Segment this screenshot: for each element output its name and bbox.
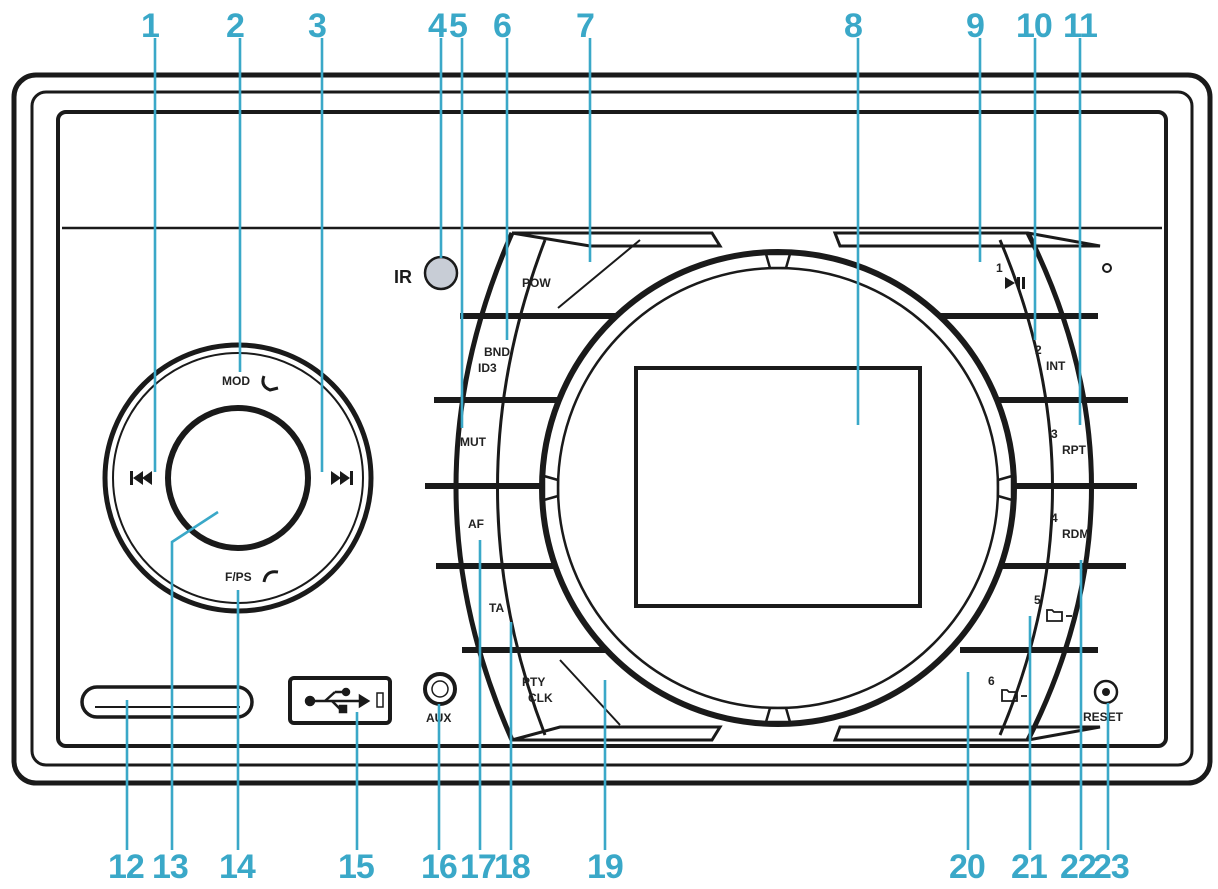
phone-hangup-icon xyxy=(262,570,279,583)
callout-14: 14 xyxy=(219,848,256,884)
clk-label: CLK xyxy=(528,691,553,705)
callout-6: 6 xyxy=(493,7,511,45)
callout-1: 1 xyxy=(141,7,159,45)
bnd-label: BND xyxy=(484,345,510,359)
callout-numbers: 1 2 3 4 5 6 7 8 9 10 11 12 13 14 15 16 1… xyxy=(108,7,1130,886)
callout-4: 4 xyxy=(428,7,447,45)
pow-label: POW xyxy=(522,276,551,290)
af-label: AF xyxy=(468,517,484,531)
callout-22: 22 xyxy=(1060,848,1096,884)
knob-notches xyxy=(542,252,1014,724)
callout-7: 7 xyxy=(576,7,594,45)
rdm-label: RDM xyxy=(1062,527,1089,541)
ir-sensor xyxy=(423,255,459,291)
reset-label: RESET xyxy=(1083,710,1124,724)
callout-3: 3 xyxy=(308,7,326,45)
callout-5: 5 xyxy=(449,7,467,45)
preset5-number: 5 xyxy=(1034,593,1041,607)
aux-jack-inner xyxy=(431,680,449,698)
callout-20: 20 xyxy=(949,848,985,884)
callout-17: 17 xyxy=(460,848,496,884)
callout-9: 9 xyxy=(966,7,984,45)
usb-port-latch xyxy=(376,692,384,708)
callout-10: 10 xyxy=(1016,7,1052,45)
previous-track-icon[interactable] xyxy=(130,471,152,485)
id3-label: ID3 xyxy=(478,361,497,375)
ir-label: IR xyxy=(394,267,412,287)
left-button-cluster xyxy=(425,231,723,742)
preset2-number: 2 xyxy=(1035,343,1042,357)
callout-18: 18 xyxy=(494,848,530,884)
rpt-label: RPT xyxy=(1062,443,1087,457)
mut-label: MUT xyxy=(460,435,487,449)
usb-icon xyxy=(304,687,371,714)
select-knob[interactable] xyxy=(165,405,311,551)
callout-2: 2 xyxy=(226,7,244,45)
callout-12: 12 xyxy=(108,848,144,884)
folder-up-icon xyxy=(1046,609,1072,622)
pty-label: PTY xyxy=(522,675,545,689)
folder-down-icon xyxy=(1001,689,1027,702)
callout-16: 16 xyxy=(421,848,457,884)
ta-label: TA xyxy=(489,601,504,615)
preset3-number: 3 xyxy=(1051,427,1058,441)
next-track-icon[interactable] xyxy=(331,471,353,485)
callout-21: 21 xyxy=(1011,848,1047,884)
preset6-number: 6 xyxy=(988,674,995,688)
callout-8: 8 xyxy=(844,7,862,45)
phone-answer-icon xyxy=(261,375,279,392)
card-slot[interactable] xyxy=(80,685,254,719)
callout-11: 11 xyxy=(1063,7,1097,45)
int-label: INT xyxy=(1046,359,1066,373)
play-pause-icon xyxy=(1005,277,1025,289)
mod-label: MOD xyxy=(222,374,250,388)
indicator-dot xyxy=(1102,263,1112,273)
preset4-number: 4 xyxy=(1051,511,1058,525)
preset1-number: 1 xyxy=(996,261,1003,275)
fps-label: F/PS xyxy=(225,570,252,584)
lcd-display xyxy=(634,366,922,608)
callout-19: 19 xyxy=(587,848,623,884)
reset-button-inner xyxy=(1102,688,1110,696)
callout-23: 23 xyxy=(1093,848,1129,884)
callout-15: 15 xyxy=(338,848,374,884)
callout-13: 13 xyxy=(152,848,188,884)
callout-leader-lines xyxy=(125,38,1110,850)
